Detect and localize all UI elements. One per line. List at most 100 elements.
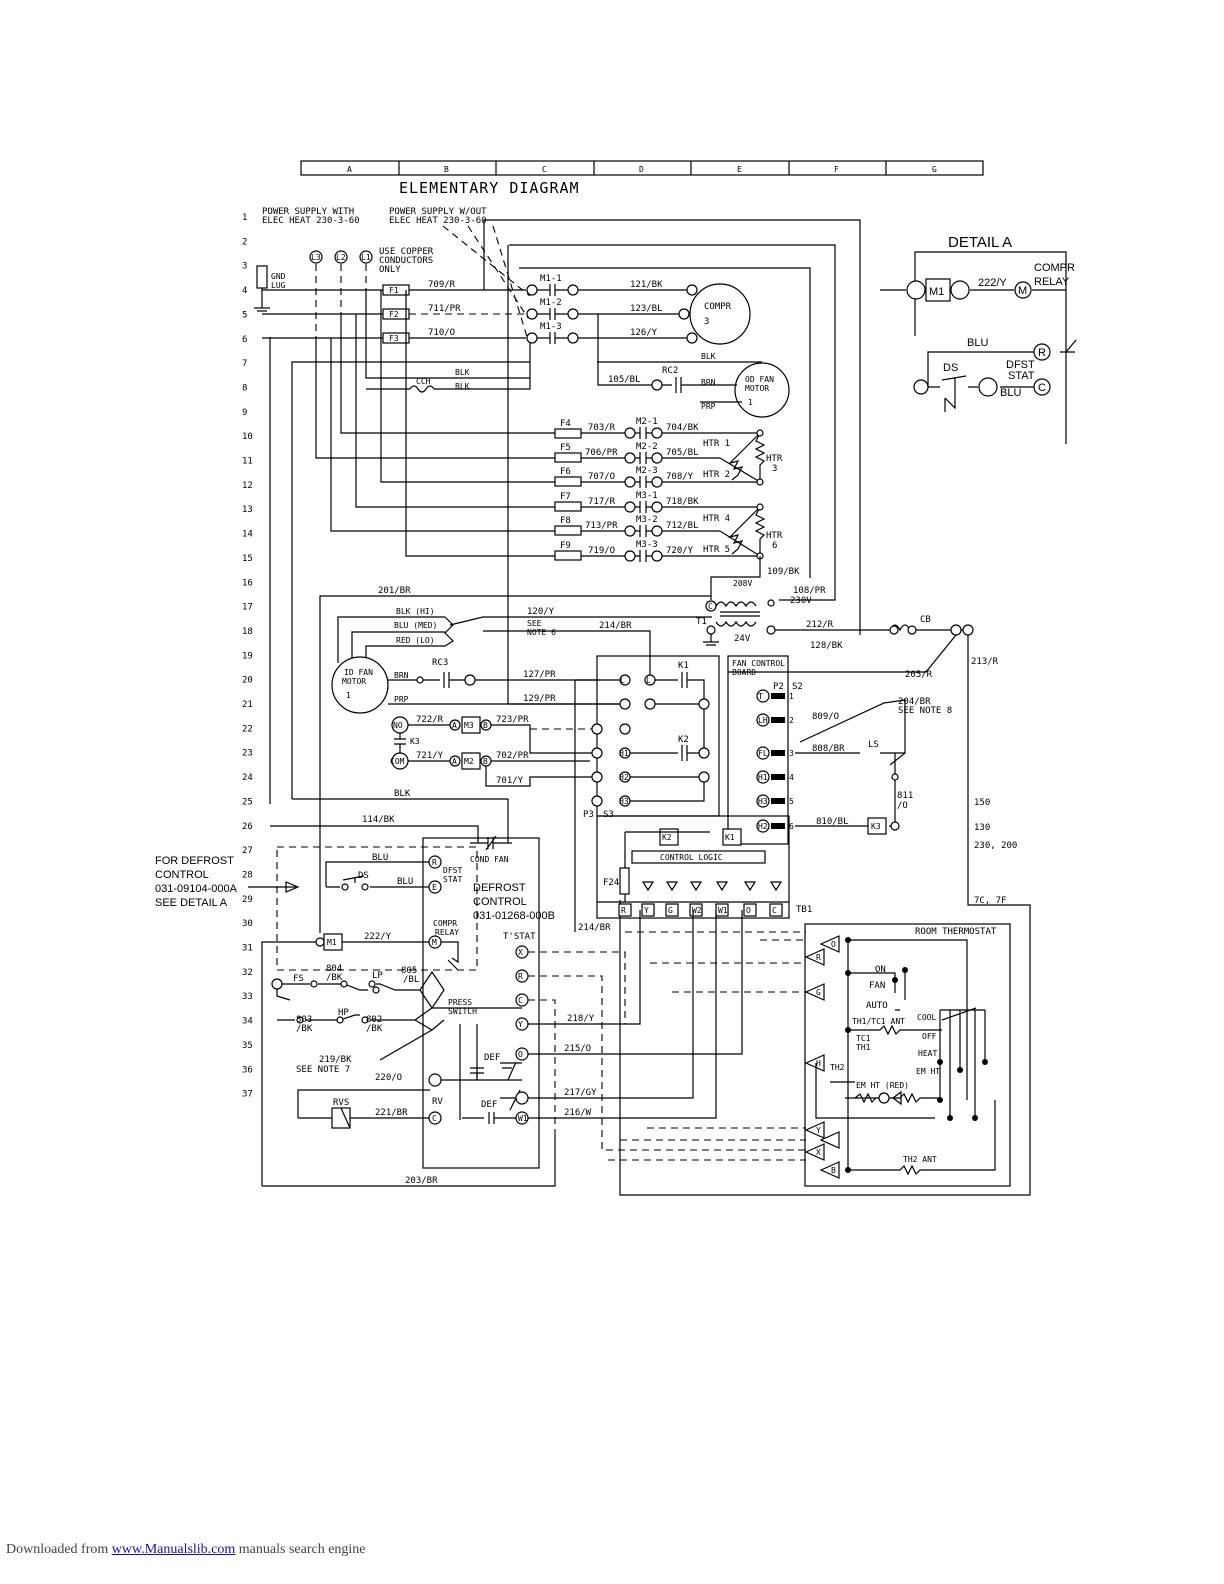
footer-link[interactable]: www.Manualslib.com <box>111 1542 236 1557</box>
od-fan-label-2: MOTOR <box>745 384 769 393</box>
ref-230: 230, 200 <box>974 841 1017 851</box>
m3-a: A <box>452 721 457 730</box>
contact-terminal <box>651 501 663 513</box>
for-defrost-label: FOR DEFROST <box>155 855 234 867</box>
wire-711: 711/PR <box>428 304 461 314</box>
row-number: 12 <box>242 481 253 491</box>
fuse-f9: F9 <box>560 541 571 551</box>
ref-150: 150 <box>974 798 990 808</box>
htr3-num: 3 <box>772 464 777 474</box>
tstat-terminal-label: X <box>518 948 523 957</box>
row-number: 29 <box>242 895 253 905</box>
od-fan-label: OD FAN <box>745 375 774 384</box>
wire-721: 721/Y <box>416 751 444 761</box>
wire-810: 810/BL <box>816 817 849 827</box>
wire-701: 701/Y <box>496 776 524 786</box>
p2-pin <box>756 819 770 833</box>
p2-pin <box>756 794 770 808</box>
fan-control-board: L L H1 H2 H3 K1 K2 P3 S3 FAN CONTROL BOA… <box>574 655 1017 932</box>
contact-terminal <box>624 452 636 464</box>
terminal-h1-fcb: H1 <box>619 749 629 758</box>
fuse-f8: F8 <box>560 516 571 526</box>
footer-prefix: Downloaded from <box>6 1542 112 1557</box>
detail-a-m1: M1 <box>929 286 944 298</box>
row-number: 4 <box>242 286 247 296</box>
ds-label: DS <box>358 871 369 881</box>
hp-label: HP <box>338 1008 349 1018</box>
tstat-terminal-label: R <box>518 972 523 981</box>
wire-220: 220/O <box>375 1073 402 1083</box>
wire-214: 214/BR <box>599 621 632 631</box>
room-thermostat-label: ROOM THERMOSTAT <box>915 927 997 937</box>
fuse-f3-label: F3 <box>389 334 399 343</box>
p2-pin-label: H3 <box>758 797 768 806</box>
copper-note-3: ONLY <box>379 265 401 275</box>
thermostat-terminal-label: H <box>816 1059 821 1068</box>
wire-205: 205/R <box>905 670 933 680</box>
defrost-control-part: 031-01268-000B <box>473 910 555 922</box>
wire-804: 804 <box>326 964 342 974</box>
tx-c-terminal: C <box>708 602 713 611</box>
junction-dot <box>982 1059 988 1065</box>
col-label: A <box>347 165 352 174</box>
row-number: 6 <box>242 335 247 345</box>
tstat-terminal-label: C <box>518 996 523 1005</box>
m2-b: B <box>483 757 488 766</box>
thermostat-terminal-label: X <box>816 1148 821 1157</box>
p2-pin-label: H1 <box>758 773 768 782</box>
id-fan-blk-hi: BLK (HI) <box>396 607 435 616</box>
for-defrost-label-2: CONTROL <box>155 869 209 881</box>
m1-1-label: M1-1 <box>540 274 562 284</box>
htr5-label: HTR 5 <box>703 545 730 555</box>
connector-pin <box>771 774 785 780</box>
rvs-label: RVS <box>333 1098 349 1108</box>
tb1-terminal <box>743 903 757 917</box>
wire-706: 706/PR <box>585 448 618 458</box>
rc3-label: RC3 <box>432 658 448 668</box>
compressor-label: COMPR <box>704 302 732 312</box>
see-note-6-2: NOTE 6 <box>527 628 556 637</box>
thermostat-terminal <box>804 983 825 1001</box>
htr4-label: HTR 4 <box>703 514 730 524</box>
p2-pin-label: H2 <box>758 822 768 831</box>
detail-a-m-terminal: M <box>1018 285 1027 297</box>
wire-718: 718/BK <box>666 497 699 507</box>
m3-3-label: M3-3 <box>636 540 658 550</box>
wire-719: 719/O <box>588 546 615 556</box>
row-number: 9 <box>242 408 247 418</box>
tstat-label: T'STAT <box>503 932 536 942</box>
fuse-f7: F7 <box>560 492 571 502</box>
terminal-l2-label: L2 <box>336 253 346 262</box>
detail-a-title: DETAIL A <box>948 234 1012 251</box>
row-number: 33 <box>242 992 253 1002</box>
row-number: 20 <box>242 676 253 686</box>
copper-note: USE COPPER <box>379 247 434 257</box>
rv-c-terminal: C <box>432 1114 437 1123</box>
col-label: G <box>932 165 937 174</box>
row-number: 5 <box>242 310 247 320</box>
thermostat-terminal <box>819 1131 840 1149</box>
em-ht-red-label: EM HT (RED) <box>856 1081 909 1090</box>
connector-pin <box>771 823 785 829</box>
terminal-h2-fcb: H2 <box>619 773 629 782</box>
fuse-f6: F6 <box>560 467 571 477</box>
power-supply-with: POWER SUPPLY WITH <box>262 207 354 217</box>
thermostat-terminal <box>819 1161 840 1179</box>
row-number: 14 <box>242 530 253 540</box>
wire-713: 713/PR <box>585 521 618 531</box>
row-number: 24 <box>242 773 253 783</box>
s2-label: S2 <box>792 682 803 692</box>
power-supply-without: POWER SUPPLY W/OUT <box>389 207 487 217</box>
diagram-title: ELEMENTARY DIAGRAM <box>399 179 580 197</box>
junction-dot <box>845 1027 851 1033</box>
cch-blk-1: BLK <box>455 368 470 377</box>
tstat-terminal <box>515 1091 529 1105</box>
fcb-label: FAN CONTROL <box>732 659 785 668</box>
wire-707: 707/O <box>588 472 615 482</box>
terminal-h3-fcb: H3 <box>619 797 629 806</box>
wire-blk-25: BLK <box>394 789 411 799</box>
see-note-6: SEE <box>527 619 542 628</box>
junction-dot <box>845 1167 851 1173</box>
tstat-terminal-label: O <box>518 1050 523 1059</box>
detail-a-dfst: DFST <box>1006 359 1035 371</box>
